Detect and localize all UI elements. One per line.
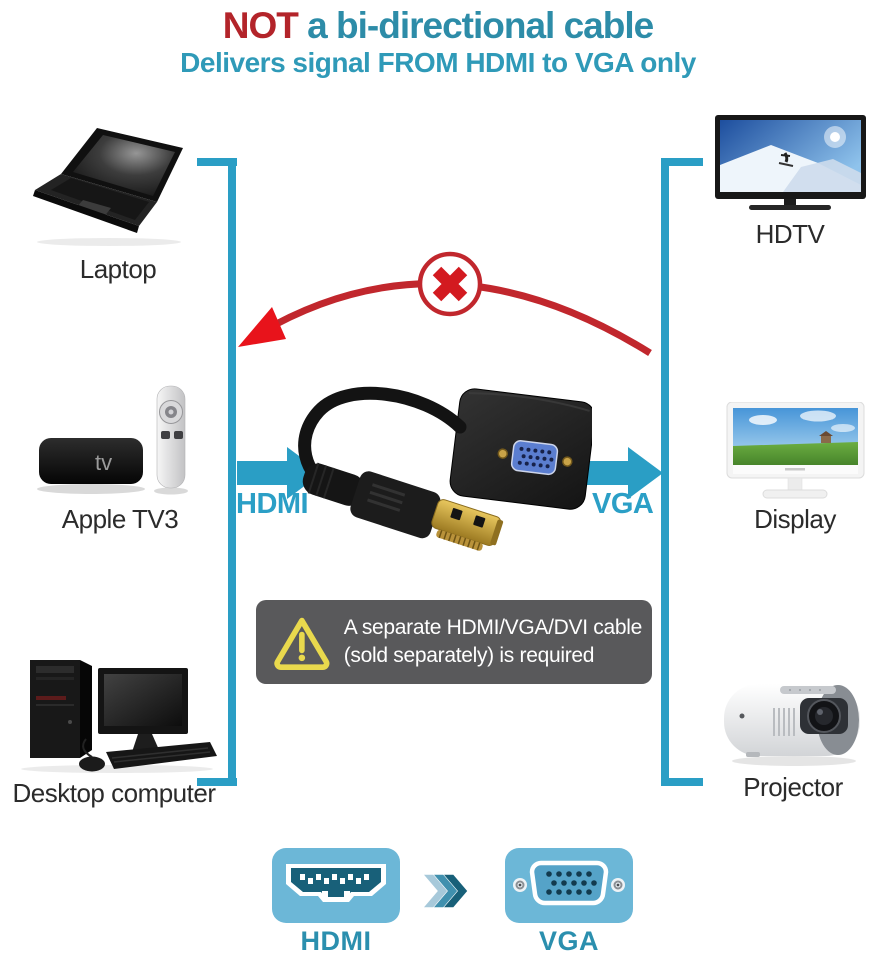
hdmi-to-vga-adapter-image [298, 386, 592, 551]
title-highlight: NOT [222, 5, 299, 46]
hdmi-input-label: HDMI [236, 488, 309, 520]
source-apple-tv: tv Apple TV3 [30, 382, 210, 535]
forward-chevrons-icon [424, 874, 468, 908]
projector-icon [723, 684, 860, 766]
left-bracket-bottom-stub [197, 778, 237, 786]
warning-banner: A separate HDMI/VGA/DVI cable (sold sepa… [256, 600, 652, 684]
header: NOT a bi-directional cable Delivers sign… [0, 5, 876, 79]
display-icon [726, 402, 864, 499]
right-bracket-top-stub [663, 158, 703, 166]
warning-text: A separate HDMI/VGA/DVI cable (sold sepa… [343, 614, 643, 671]
desktop-computer-icon [20, 660, 217, 773]
vga-output-label: VGA [592, 488, 654, 520]
destination-display: Display [722, 402, 868, 535]
apple-tv-logo: tv [95, 450, 112, 475]
warning-line-2: (sold separately) is required [343, 644, 595, 667]
no-reverse-icon [238, 251, 652, 356]
hdtv-icon [714, 115, 866, 210]
title-rest: a bi-directional cable [297, 5, 654, 46]
footer-vga-connector: VGA [505, 848, 633, 956]
page-title: NOT a bi-directional cable [0, 5, 876, 47]
page-subtitle: Delivers signal FROM HDMI to VGA only [180, 46, 696, 78]
footer-hdmi-connector: HDMI [272, 848, 400, 956]
apple-tv-icon: tv [37, 385, 188, 495]
source-desktop-label: Desktop computer [12, 778, 216, 808]
source-desktop: Desktop computer [8, 652, 220, 809]
destination-hdtv: HDTV [712, 115, 868, 250]
warning-triangle-icon [274, 617, 330, 670]
hdmi-input-arrow [237, 447, 322, 499]
vga-port-icon [505, 848, 633, 923]
laptop-icon [32, 128, 183, 246]
source-laptop: Laptop [28, 128, 208, 285]
source-apple-tv-label: Apple TV3 [61, 504, 179, 534]
destination-display-label: Display [754, 504, 836, 534]
footer-vga-label: VGA [538, 926, 599, 956]
right-bracket-vertical [661, 158, 669, 786]
destination-hdtv-label: HDTV [755, 219, 825, 249]
source-laptop-label: Laptop [79, 254, 157, 284]
warning-line-1: A separate HDMI/VGA/DVI cable [343, 615, 643, 639]
footer-hdmi-label: HDMI [300, 926, 372, 956]
destination-projector-label: Projector [743, 772, 843, 802]
hdmi-port-icon [272, 848, 400, 923]
right-bracket-bottom-stub [663, 778, 703, 786]
left-bracket-top-stub [197, 158, 237, 166]
destination-projector: Projector [715, 672, 871, 803]
left-bracket-vertical [228, 158, 236, 786]
